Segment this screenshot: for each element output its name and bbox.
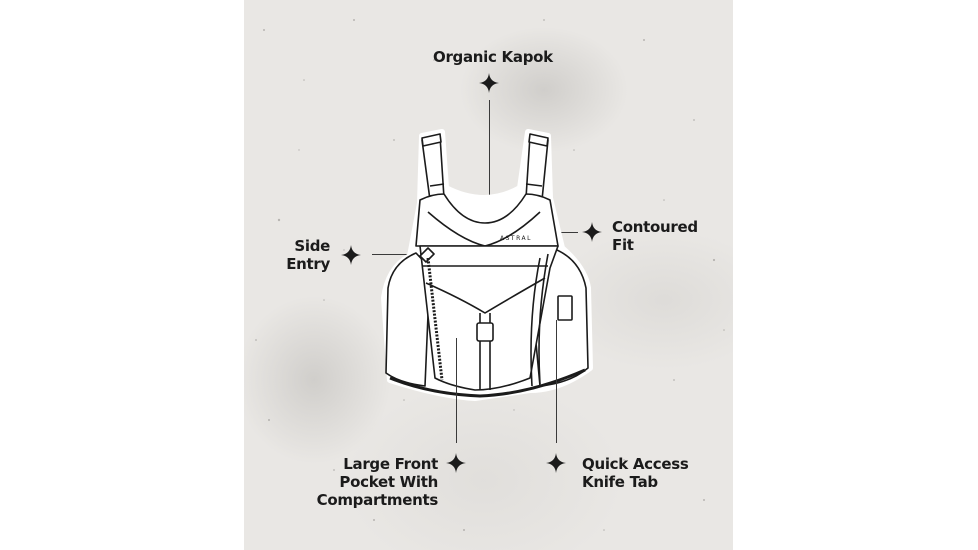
life-vest-illustration: ASTRAL	[381, 129, 593, 401]
callout-text: Side	[294, 237, 330, 255]
callout-text: Pocket With	[339, 473, 438, 491]
leader-line-large-front-pocket	[456, 338, 457, 443]
leader-line-side-entry	[372, 254, 418, 255]
callout-organic-kapok: Organic Kapok	[433, 48, 553, 66]
callout-text: Contoured	[612, 218, 698, 236]
callout-text: Large Front	[343, 455, 438, 473]
callout-text: Fit	[612, 236, 634, 254]
leader-line-knife-tab	[556, 320, 557, 443]
sparkle-star-icon	[479, 73, 499, 93]
sparkle-star-icon	[546, 453, 566, 473]
sparkle-star-icon	[446, 453, 466, 473]
paper-texture	[255, 19, 725, 531]
callout-text: Entry	[286, 255, 330, 273]
callout-large-front-pocket: Large Front Pocket With Compartments	[300, 455, 439, 509]
callout-text: Knife Tab	[582, 473, 658, 491]
callout-text: Quick Access	[582, 455, 689, 473]
leader-line-organic-kapok	[489, 100, 490, 195]
callout-contoured-fit: Contoured Fit	[612, 218, 698, 254]
callout-side-entry: Side Entry	[270, 237, 330, 273]
callout-text: Organic Kapok	[433, 48, 553, 66]
sparkle-star-icon	[582, 222, 602, 242]
callout-quick-access-knife-tab: Quick Access Knife Tab	[582, 455, 689, 491]
callout-text: Compartments	[316, 491, 439, 509]
sparkle-star-icon	[341, 245, 361, 265]
astral-logo-text: ASTRAL	[500, 235, 532, 242]
